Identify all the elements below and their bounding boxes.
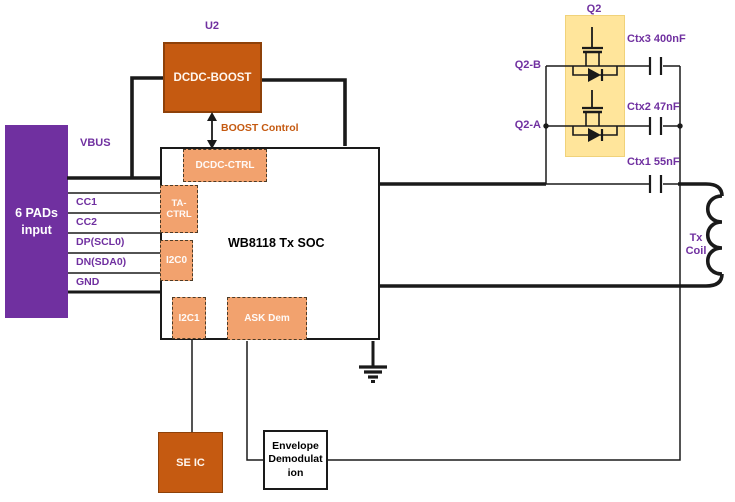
ctx3-value-label: Ctx3 400nF	[627, 33, 686, 45]
se-ic-label: SE IC	[176, 456, 205, 469]
vbus-label: VBUS	[80, 137, 111, 149]
ta-ctrl-subblock: TA- CTRL	[160, 185, 198, 233]
ctx2-value-label: Ctx2 47nF	[627, 101, 680, 113]
q2-ref-label: Q2	[586, 3, 602, 15]
pads-input-label-line2: input	[21, 222, 52, 237]
mosfet-q2b-icon	[572, 27, 618, 82]
i2c1-subblock: I2C1	[172, 297, 206, 339]
junction-dot	[677, 123, 683, 129]
ctx1-value-label: Ctx1 55nF	[627, 156, 680, 168]
signal-wires	[68, 65, 681, 461]
boost-control-arrow-icon	[207, 112, 217, 149]
power-wires	[67, 76, 724, 294]
pin-label-dp-scl0: DP(SCL0)	[76, 236, 125, 248]
i2c0-subblock: I2C0	[160, 240, 193, 281]
junction-dot	[543, 123, 549, 129]
i2c0-label: I2C0	[165, 255, 188, 266]
dcdc-ctrl-label: DCDC-CTRL	[195, 160, 255, 171]
se-ic-block: SE IC	[158, 432, 223, 493]
tx-coil-label-line1: Tx	[689, 232, 703, 244]
envelope-demodulation-block: Envelope Demodulat ion	[263, 430, 328, 490]
dcdc-boost-block: DCDC-BOOST	[163, 42, 262, 113]
ta-ctrl-label-line2: CTRL	[166, 209, 192, 220]
envelope-label-line2: Demodulat	[268, 453, 323, 466]
tx-coil-label-line2: Coil	[685, 245, 707, 257]
i2c1-label: I2C1	[178, 312, 200, 324]
dcdc-boost-label: DCDC-BOOST	[173, 71, 252, 84]
tx-coil-label: Tx Coil	[680, 232, 712, 258]
ta-ctrl-label-line1: TA-	[171, 198, 187, 209]
pin-label-dn-sda0: DN(SDA0)	[76, 256, 127, 268]
q2-b-net-label: Q2-B	[514, 59, 541, 71]
pin-label-gnd: GND	[76, 276, 100, 288]
mosfet-q2a-icon	[572, 90, 618, 142]
tx-coil-icon	[705, 194, 723, 276]
ground-icon	[359, 341, 387, 383]
capacitor-ctx2-icon	[648, 117, 663, 135]
dcdc-ctrl-subblock: DCDC-CTRL	[183, 149, 267, 182]
pads-input-label-line1: 6 PADs	[15, 205, 58, 220]
envelope-label-line1: Envelope	[272, 439, 319, 452]
soc-name-label: WB8118 Tx SOC	[228, 236, 325, 250]
boost-control-label: BOOST Control	[221, 122, 299, 134]
capacitor-ctx3-icon	[648, 57, 663, 75]
ask-dem-label: ASK Dem	[244, 313, 290, 324]
pin-label-cc2: CC2	[76, 216, 98, 228]
envelope-label-line3: ion	[287, 466, 304, 479]
u2-ref-label: U2	[204, 20, 220, 32]
capacitor-ctx1-icon	[648, 175, 663, 193]
pads-input-block: 6 PADs input	[5, 125, 68, 318]
q2-a-net-label: Q2-A	[514, 119, 541, 131]
pin-label-cc1: CC1	[76, 196, 98, 208]
ask-dem-subblock: ASK Dem	[227, 297, 307, 340]
